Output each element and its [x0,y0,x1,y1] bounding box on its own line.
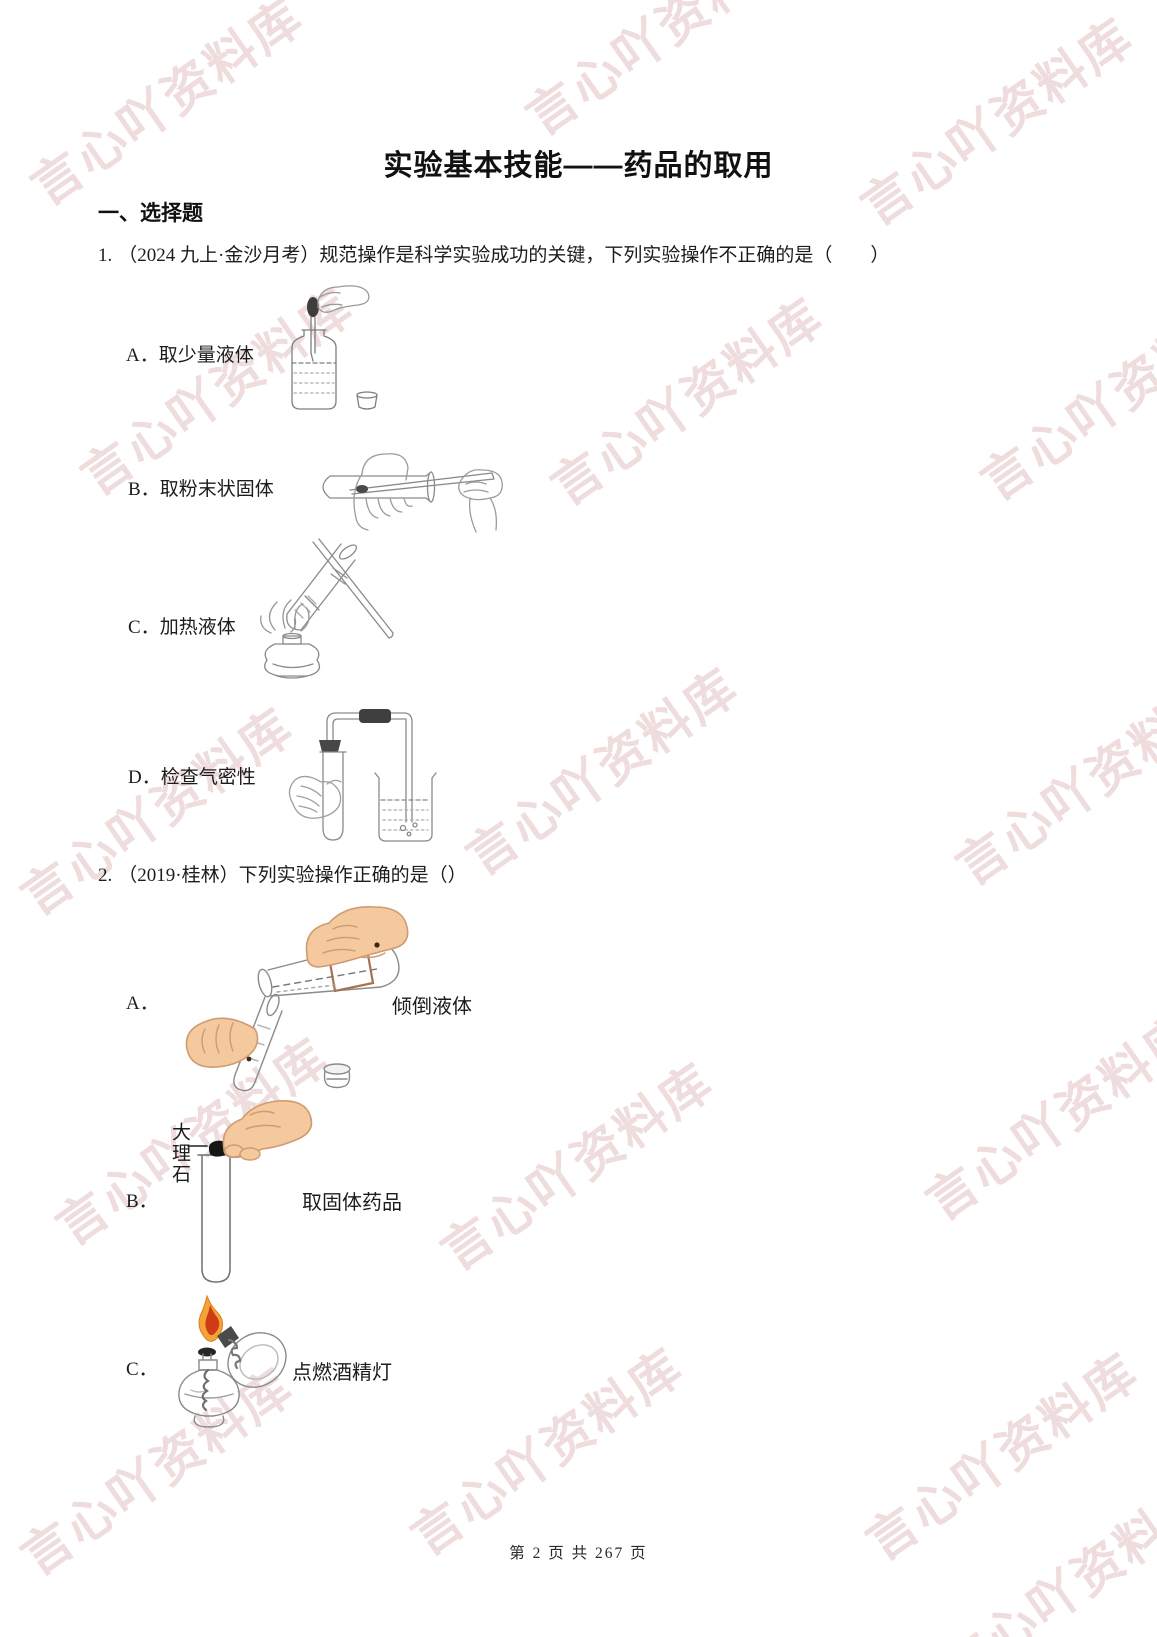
question-1-stem-row: 1.（2024 九上·金沙月考）规范操作是科学实验成功的关键，下列实验操作不正确… [98,240,889,267]
q2-option-a-caption: 倾倒液体 [392,996,472,1018]
watermark: 言心吖资料库 [916,1002,1157,1232]
watermark: 言心吖资料库 [456,657,749,887]
q1-option-d-label: D．检查气密性 [128,762,256,789]
q2-option-c-letter: C． [126,1359,158,1380]
adding-solid-marble-illustration [150,1055,340,1290]
airtightness-apparatus-icon [288,709,437,842]
horizontal-test-tube-icon [322,453,503,533]
marble-annotation: 大理石 [169,1122,190,1185]
section-heading: 一、选择题 [98,202,203,225]
q2-option-c-label: C． [126,1354,158,1381]
q1-option-a-text: 取少量液体 [158,345,254,366]
lighting-alcohol-lamp-illustration [165,1288,295,1438]
question-2-number: 2. [98,865,113,886]
watermark: 言心吖资料库 [946,667,1157,897]
q2-option-b-label: B． [126,1186,158,1213]
watermark: 言心吖资料库 [516,0,809,147]
q2-option-a-label: A． [126,988,159,1015]
dropper-bottle-icon [291,285,378,410]
question-1-stem: （2024 九上·金沙月考）规范操作是科学实验成功的关键，下列实验操作不正确的是… [118,245,890,266]
adding-powder-with-paper-trough-illustration [310,440,510,537]
page-title: 实验基本技能——药品的取用 [383,150,774,182]
watermark: 言心吖资料库 [431,1052,724,1282]
checking-airtightness-illustration [287,678,437,848]
q2-option-b-caption: 取固体药品 [302,1192,402,1214]
q1-option-d-letter: D． [128,767,161,788]
pouring-liquid-icon [185,906,409,1092]
taking-liquid-with-dropper-illustration [280,283,380,413]
q1-option-a-letter: A． [126,345,159,366]
alcohol-lamp-icon [178,1294,287,1428]
watermark: 言心吖资料库 [856,1342,1149,1572]
question-2-stem-row: 2.（2019·桂林）下列实验操作正确的是（） [98,860,467,887]
vertical-test-tube-icon [187,1099,313,1283]
watermark: 言心吖资料库 [851,7,1144,237]
pouring-liquid-illustration [165,893,465,1103]
watermark: 言心吖资料库 [401,1337,694,1567]
page-footer: 第 2 页 共 267 页 [509,1545,648,1562]
watermark: 言心吖资料库 [971,282,1157,512]
question-1-number: 1. [98,245,113,266]
q1-option-a-label: A．取少量液体 [126,340,254,367]
q1-option-c-text: 加热液体 [159,617,236,638]
q2-option-b-letter: B． [126,1191,158,1212]
q1-option-c-label: C．加热液体 [128,612,236,639]
q1-option-d-text: 检查气密性 [160,767,256,788]
question-2-stem: （2019·桂林）下列实验操作正确的是（） [118,865,467,886]
watermark: 言心吖资料库 [541,287,834,517]
q2-option-a-letter: A． [126,993,159,1014]
q1-option-b-label: B．取粉末状固体 [128,474,274,501]
q2-option-c-caption: 点燃酒精灯 [292,1362,392,1384]
watermark: 言心吖资料库 [21,0,314,217]
q1-option-c-letter: C． [128,617,160,638]
q1-option-b-text: 取粉末状固体 [159,479,274,500]
q1-option-b-letter: B． [128,479,160,500]
heated-test-tube-icon [260,538,394,679]
heating-liquid-in-test-tube-illustration [245,538,395,693]
